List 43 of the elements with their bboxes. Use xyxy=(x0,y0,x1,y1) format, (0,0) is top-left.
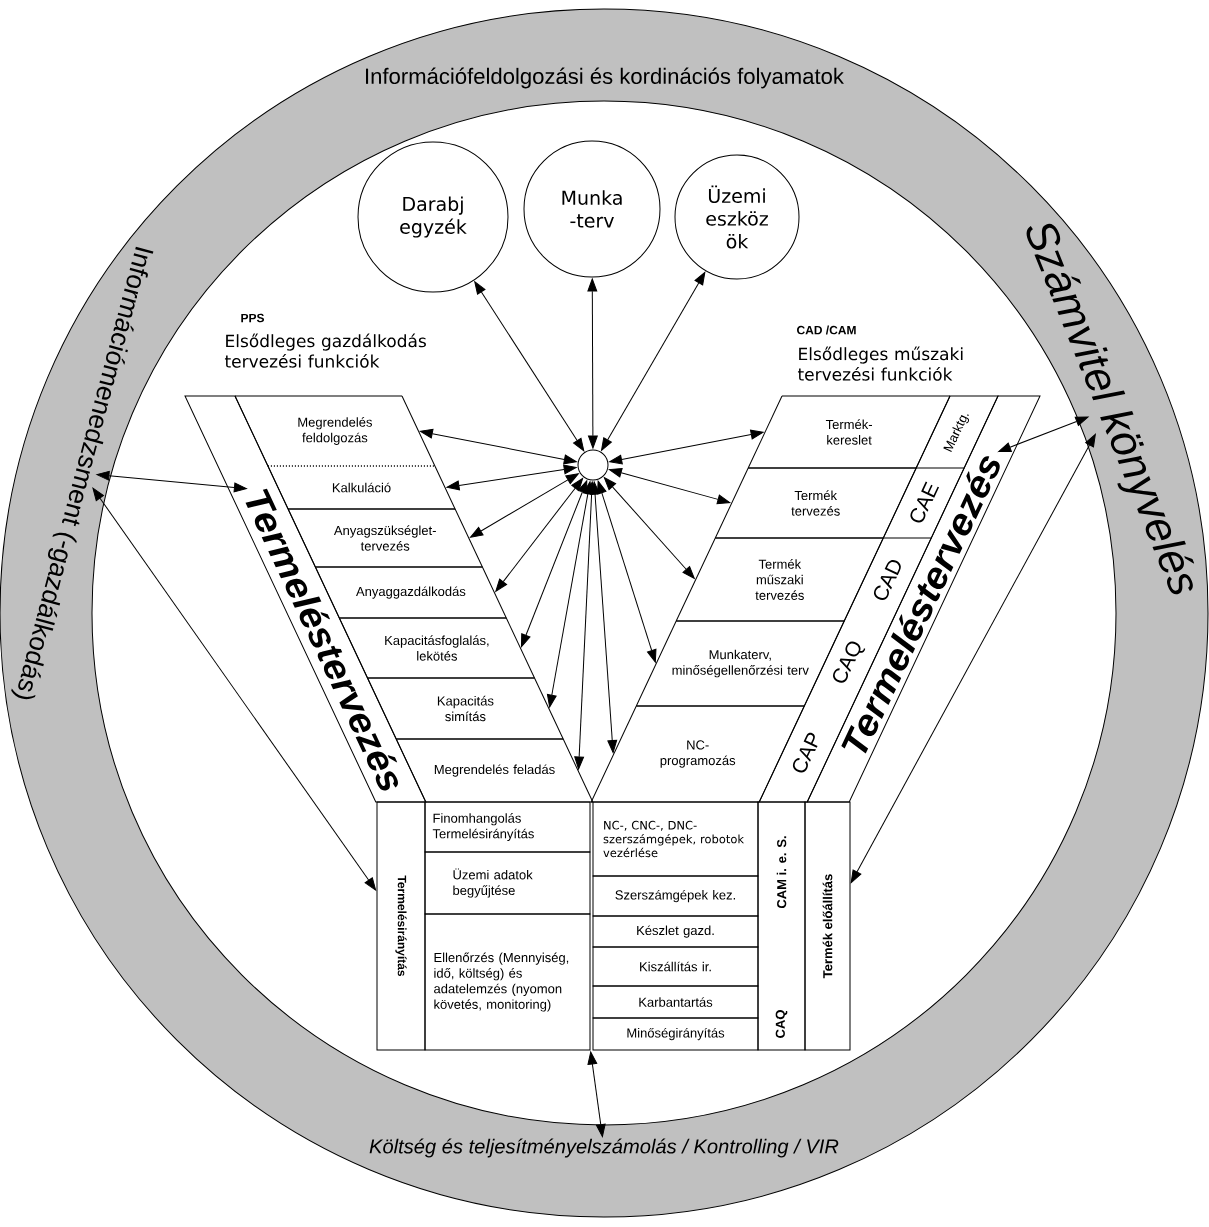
double-arrow xyxy=(587,278,598,449)
double-arrow xyxy=(850,433,1096,884)
table-cell: Készlet gazd. xyxy=(592,915,759,948)
table-cell: Ellenőrzés (Mennyiség, idő, költség) és adatelemzés (nyomon követés, monitoring) xyxy=(424,913,591,1051)
ring-label: Költség és teljesítményelszámolás / Kontrolling / VIR xyxy=(369,1138,839,1158)
system-label: PPS xyxy=(241,313,265,323)
circle-node: Munka -terv xyxy=(523,140,661,278)
double-arrow xyxy=(597,480,657,663)
double-arrow xyxy=(470,473,579,538)
heading: Elsődleges műszaki tervezési funkciók xyxy=(797,346,963,381)
table-cell: Karbantartás xyxy=(592,985,759,1019)
double-arrow xyxy=(590,481,618,754)
ring-label: Információfeldolgozási és kordinációs folyamatok xyxy=(366,67,844,89)
table-cell: Szerszámgépek kez. xyxy=(592,875,759,917)
double-arrow xyxy=(587,1051,606,1138)
double-arrow xyxy=(546,481,593,708)
table-cell: Finomhangolás Termelésirányítás xyxy=(424,801,591,853)
table-cell: NC-, CNC-, DNC-szerszámgépek, robotok vezérlése xyxy=(592,801,759,877)
double-arrow xyxy=(446,464,577,491)
circle-node: Darabj egyzék xyxy=(357,141,509,293)
double-arrow xyxy=(474,281,585,452)
heading: Elsődleges gazdálkodás tervezési funkciók xyxy=(224,333,426,368)
double-arrow xyxy=(609,429,764,465)
table-cell: Termelésirányítás xyxy=(376,801,426,1051)
double-arrow xyxy=(419,428,577,465)
double-arrow xyxy=(96,470,247,493)
double-arrow xyxy=(998,416,1089,453)
double-arrow xyxy=(520,480,588,648)
double-arrow xyxy=(603,477,695,579)
table-cell: Üzemi adatok begyűjtése xyxy=(424,851,591,915)
system-label: CAD /CAM xyxy=(797,325,856,335)
double-arrow xyxy=(601,271,706,451)
table-cell: CAM i. e. S. CAQ xyxy=(757,801,806,1051)
table-cell: Termék előállítás xyxy=(804,801,851,1051)
double-arrow xyxy=(574,481,597,770)
hub-circle xyxy=(577,449,609,481)
double-arrow xyxy=(495,477,584,592)
double-arrow xyxy=(92,487,377,891)
table-cell: Minőségirányítás xyxy=(592,1017,759,1051)
circle-node: Üzemi eszköz ök xyxy=(674,154,800,280)
double-arrow xyxy=(608,467,731,505)
process-box: Megrendelés feldolgozás xyxy=(234,395,436,467)
table-cell: Kiszállítás ir. xyxy=(592,946,759,987)
